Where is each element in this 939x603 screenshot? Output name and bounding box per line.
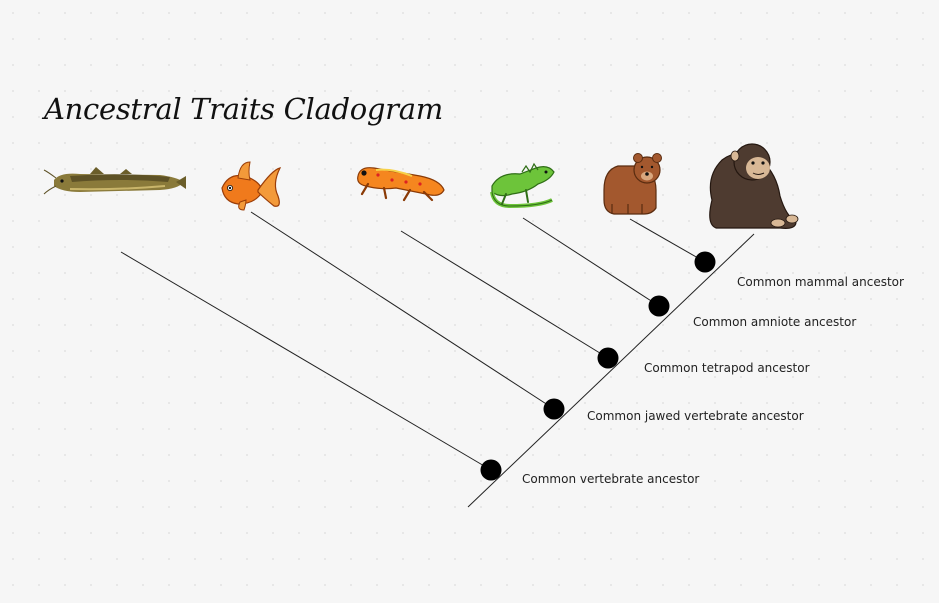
branch-iguana	[522, 217, 660, 307]
branch-catfish	[120, 251, 492, 471]
iguana-icon	[490, 162, 555, 209]
catfish-icon	[43, 167, 186, 195]
node-amniote	[648, 295, 670, 317]
ancestor-nodes	[480, 251, 716, 481]
label-vertebrate-ancestor: Common vertebrate ancestor	[522, 472, 700, 486]
node-vertebrate	[480, 459, 502, 481]
bear-icon	[603, 153, 662, 215]
label-jawed-vertebrate-ancestor: Common jawed vertebrate ancestor	[587, 409, 804, 423]
branch-bear	[629, 218, 706, 263]
label-tetrapod-ancestor: Common tetrapod ancestor	[644, 361, 810, 375]
node-mammal	[694, 251, 716, 273]
branch-goldfish	[250, 211, 555, 410]
branch-lines	[120, 211, 755, 508]
node-jawed-vertebrate	[543, 398, 565, 420]
node-tetrapod	[597, 347, 619, 369]
chimpanzee-icon	[709, 143, 799, 229]
salamander-icon	[357, 167, 445, 202]
label-amniote-ancestor: Common amniote ancestor	[693, 315, 857, 329]
goldfish-icon	[221, 161, 282, 211]
main-trunk	[467, 233, 755, 508]
label-mammal-ancestor: Common mammal ancestor	[737, 275, 904, 289]
branch-salamander	[400, 230, 609, 359]
diagram-title: Ancestral Traits Cladogram	[44, 92, 443, 126]
